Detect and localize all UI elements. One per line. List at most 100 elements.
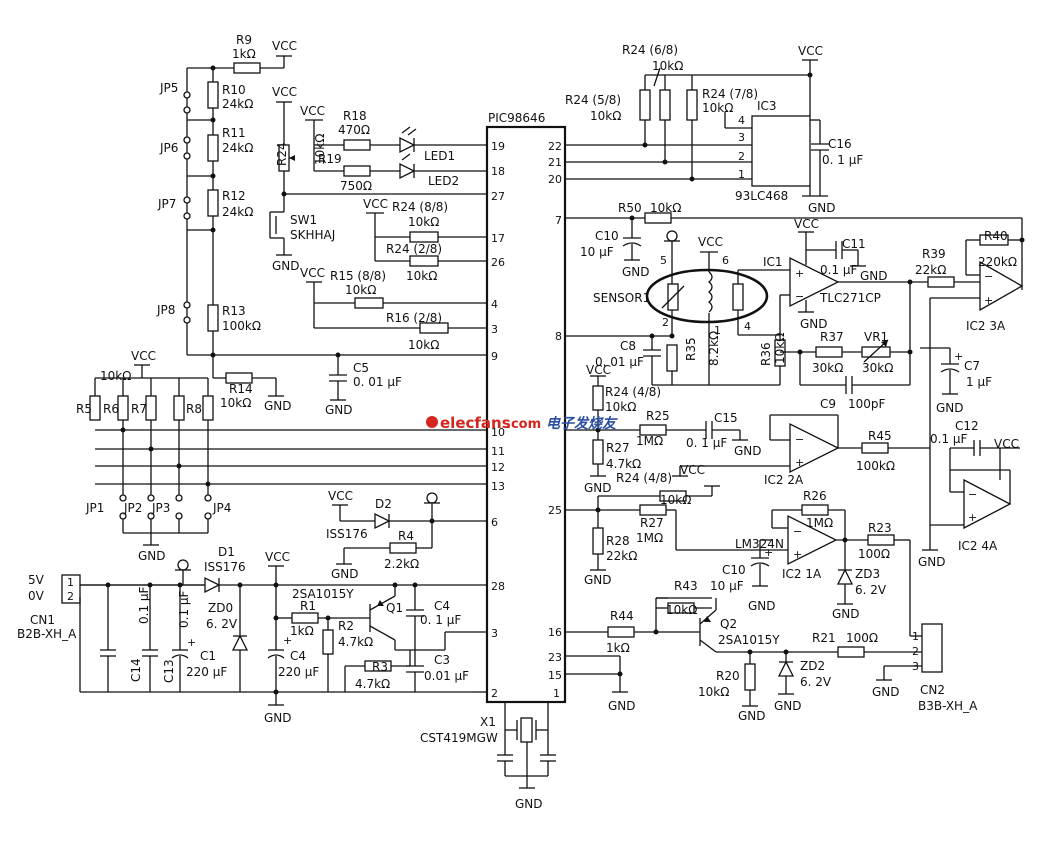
q2-part: 2SA1015Y — [718, 633, 780, 647]
svg-text:4: 4 — [744, 320, 751, 333]
c13-name: C13 — [162, 659, 176, 683]
r24-8-8 — [409, 231, 439, 243]
c14-name: C14 — [129, 658, 143, 682]
r50-name: R50 — [618, 201, 642, 215]
r15-value: 10kΩ — [345, 283, 376, 297]
r24-4-8a-name: R24 (4/8) — [605, 385, 661, 399]
svg-text:GND: GND — [936, 401, 964, 415]
zd2-name: ZD2 — [800, 659, 825, 673]
r35-name: R35 — [684, 337, 698, 361]
c13-value: 0.1 μF — [177, 590, 191, 628]
mcu-pin-2: 2 — [491, 687, 498, 700]
r36-name: R36 — [759, 342, 773, 366]
r21 — [837, 646, 865, 658]
sw1-part: SKHHAJ — [290, 228, 335, 242]
mcu-pin-11: 11 — [491, 445, 505, 458]
d2-part: ISS176 — [326, 527, 368, 541]
q1-reset: 2SA1015Y R1 1kΩ R2 4.7kΩ Q1 R3 4.7kΩ — [273, 582, 469, 692]
r11 — [207, 134, 219, 162]
r37-value: 30kΩ — [812, 361, 843, 375]
c7-value: 1 μF — [966, 375, 992, 389]
r27b — [639, 504, 667, 516]
ic2-3a-name: IC2 3A — [966, 319, 1006, 333]
r39-value: 22kΩ — [915, 263, 946, 277]
r45 — [861, 442, 889, 454]
r35 — [666, 344, 678, 372]
mcu-pin-21: 21 — [548, 156, 562, 169]
r37-name: R37 — [820, 330, 844, 344]
ic1-name: IC1 — [763, 255, 783, 269]
r45-value: 100kΩ — [856, 459, 895, 473]
vr1-value: 30kΩ — [862, 361, 893, 375]
svg-text:GND: GND — [734, 444, 762, 458]
r24-4-8a-value: 10kΩ — [605, 400, 636, 414]
mcu-label: PIC98646 — [488, 111, 545, 125]
cn1-0v: 0V — [28, 589, 45, 603]
r16-value: 10kΩ — [408, 338, 439, 352]
svg-text:VCC: VCC — [698, 235, 723, 249]
zd3-value: 6. 2V — [855, 583, 887, 597]
r12 — [207, 189, 219, 217]
mcu-pin-27: 27 — [491, 190, 505, 203]
r26 — [801, 504, 829, 516]
r14-value: 10kΩ — [220, 396, 251, 410]
svg-text:GND: GND — [808, 201, 836, 215]
svg-text:+: + — [795, 267, 804, 280]
ic1-opamp — [789, 256, 840, 308]
svg-text:GND: GND — [748, 599, 776, 613]
sensor-coil — [707, 271, 713, 313]
r8 — [173, 395, 185, 421]
vcc-label: VCC — [272, 39, 297, 53]
svg-text:GND: GND — [608, 699, 636, 713]
r13-value: 100kΩ — [222, 319, 261, 333]
r11-name: R11 — [222, 126, 246, 140]
c11-name: C11 — [842, 237, 866, 251]
r4-name: R4 — [398, 529, 414, 543]
svg-text:VCC: VCC — [272, 85, 297, 99]
r43-value: 10kΩ — [666, 603, 697, 617]
r26-value: 1MΩ — [806, 516, 833, 530]
r44-value: 1kΩ — [606, 641, 630, 655]
c5-value: 0. 01 μF — [353, 375, 402, 389]
r24-4-8b-value: 10kΩ — [660, 493, 691, 507]
r24-6-8-value: 10kΩ — [652, 59, 683, 73]
jp5-pad — [183, 91, 191, 99]
ic2-1a-name: IC2 1A — [782, 567, 822, 581]
svg-text:VCC: VCC — [328, 489, 353, 503]
svg-text:VCC: VCC — [363, 197, 388, 211]
ic2-4a-name: IC2 4A — [958, 539, 998, 553]
jp6-pad — [183, 136, 191, 144]
r24-4-8a — [592, 385, 604, 411]
mcu-pin-23: 23 — [548, 651, 562, 664]
sensor-label: SENSOR1 — [593, 291, 650, 305]
svg-text:−: − — [984, 270, 993, 283]
r14-name: R14 — [229, 382, 253, 396]
svg-text:+: + — [764, 546, 773, 559]
jp4-pad — [204, 494, 212, 502]
ic2-1a-stage: R24 (4/8) 10kΩ R27 1MΩ R28 22kΩ GND − + … — [565, 471, 922, 637]
svg-text:VCC: VCC — [994, 437, 1019, 451]
r5-name: R5 — [76, 402, 92, 416]
jp2-label: JP2 — [123, 501, 142, 515]
led1 — [399, 136, 416, 154]
svg-text:GND: GND — [331, 567, 359, 581]
c16-name: C16 — [828, 137, 852, 151]
r24-6-8-name: R24 (6/8) — [622, 43, 678, 57]
pullup-resistors: VCC R24 (8/8) 10kΩ R24 (2/8) 10kΩ VCC R1… — [300, 197, 449, 352]
r50-value: 10kΩ — [650, 201, 681, 215]
c1-name: C1 — [200, 649, 216, 663]
r4 — [389, 542, 417, 554]
r40-value: 220kΩ — [978, 255, 1017, 269]
mcu-pin-18: 18 — [491, 165, 505, 178]
ic2-2a-opamp — [789, 422, 840, 474]
r15 — [354, 297, 384, 309]
r27a — [592, 439, 604, 465]
r18-value: 470Ω — [338, 123, 370, 137]
mcu-pin-16: 16 — [548, 626, 562, 639]
svg-text:+: + — [968, 511, 977, 524]
mcu-pin-13: 13 — [491, 480, 505, 493]
r24-5-8-value: 10kΩ — [590, 109, 621, 123]
jp-lower: VCC 10kΩ R5 R6 R7 R8 JP1 JP2 — [76, 349, 231, 563]
r24-8-8-name: R24 (8/8) — [392, 200, 448, 214]
r27b-name: R27 — [640, 516, 664, 530]
